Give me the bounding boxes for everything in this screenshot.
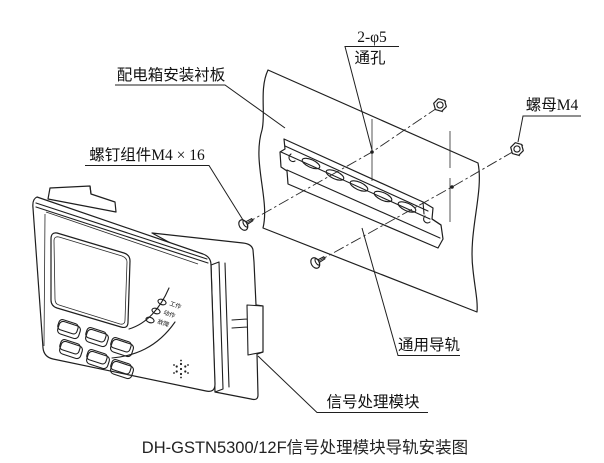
module-swoosh-arc-inner [128, 287, 170, 330]
leader-lines [85, 46, 581, 413]
nut-hex [433, 98, 447, 112]
module-leds: 工作 动作 故障 [145, 298, 182, 329]
rail-slot [349, 180, 369, 192]
leader-holes [344, 46, 399, 151]
screw-head-inner [242, 220, 249, 228]
screw-shaft [317, 256, 326, 263]
module-swoosh-arc-outer [111, 321, 176, 359]
label-backplate: 配电箱安装衬板 [117, 66, 226, 84]
leader-rail [361, 227, 460, 356]
screw-1 [238, 218, 254, 231]
leader-screw [85, 165, 244, 221]
screw-head-inner [314, 258, 321, 266]
din-rail [279, 138, 444, 249]
nut-facet [518, 144, 524, 157]
led-label-work: 工作 [168, 299, 182, 311]
rail-slots [301, 157, 417, 213]
led-label-fault: 故障 [156, 317, 170, 329]
label-holes-qty: 2-φ5 [357, 29, 387, 46]
label-rail: 通用导轨 [398, 336, 460, 354]
module-bezel-inner [43, 211, 199, 347]
rail-slot [301, 157, 321, 170]
rail-slot [397, 201, 417, 213]
module-button [86, 349, 110, 370]
led-label-action: 动作 [162, 308, 176, 320]
hole2-center-mark [450, 185, 454, 189]
rail-endcap-line [422, 201, 442, 226]
label-module: 信号处理模块 [326, 393, 419, 411]
rail-slot [325, 169, 345, 181]
module-button [59, 339, 83, 360]
module-top-chamfer [35, 202, 209, 264]
led-2 [151, 307, 161, 315]
axis-screw2-nut2 [316, 149, 517, 263]
rail-bottom-flange-line [286, 169, 441, 239]
nut-hex [510, 142, 524, 156]
nut-bore [513, 145, 521, 153]
module-side-seam [224, 262, 230, 388]
module-screen-inner [53, 236, 128, 325]
nut-facet [441, 100, 447, 113]
label-nut: 螺母M4 [526, 96, 579, 114]
nut-bore [436, 101, 444, 109]
module-screen [50, 232, 131, 329]
rail-end-notch-right [423, 215, 431, 224]
module-keypad [57, 319, 134, 380]
nut-1 [433, 98, 447, 113]
module-button [85, 327, 109, 348]
speaker-icon [173, 359, 189, 379]
module-button [110, 337, 134, 358]
module-button [57, 319, 81, 340]
led-1 [157, 298, 167, 306]
label-holes-type: 通孔 [354, 49, 386, 67]
nut-2 [510, 142, 524, 157]
diagram-caption: DH-GSTN5300/12F信号处理模块导轨安装图 [142, 438, 468, 457]
screw-shaft [245, 218, 254, 225]
led-3 [145, 316, 155, 324]
screw-2 [310, 256, 326, 269]
rail-top-flange-line [284, 145, 429, 212]
module-din-channel [231, 304, 264, 356]
rail-slot [373, 190, 393, 203]
leader-backplate [115, 84, 286, 129]
diagram-labels: 配电箱安装衬板 2-φ5 通孔 螺母M4 螺钉组件M4 × 16 通用导轨 信号… [89, 29, 578, 457]
leader-module [257, 355, 428, 413]
module-button [110, 359, 134, 380]
label-screw-assembly: 螺钉组件M4 × 16 [89, 146, 205, 164]
leader-nut [517, 115, 581, 143]
signal-module: 工作 动作 故障 [32, 185, 264, 401]
module-panel-side-band [210, 261, 224, 393]
rail-end-notch-left [288, 153, 296, 163]
rail-web-top-line [280, 151, 431, 220]
module-top-block-edge [89, 185, 92, 195]
hole1-center-mark [370, 150, 374, 154]
